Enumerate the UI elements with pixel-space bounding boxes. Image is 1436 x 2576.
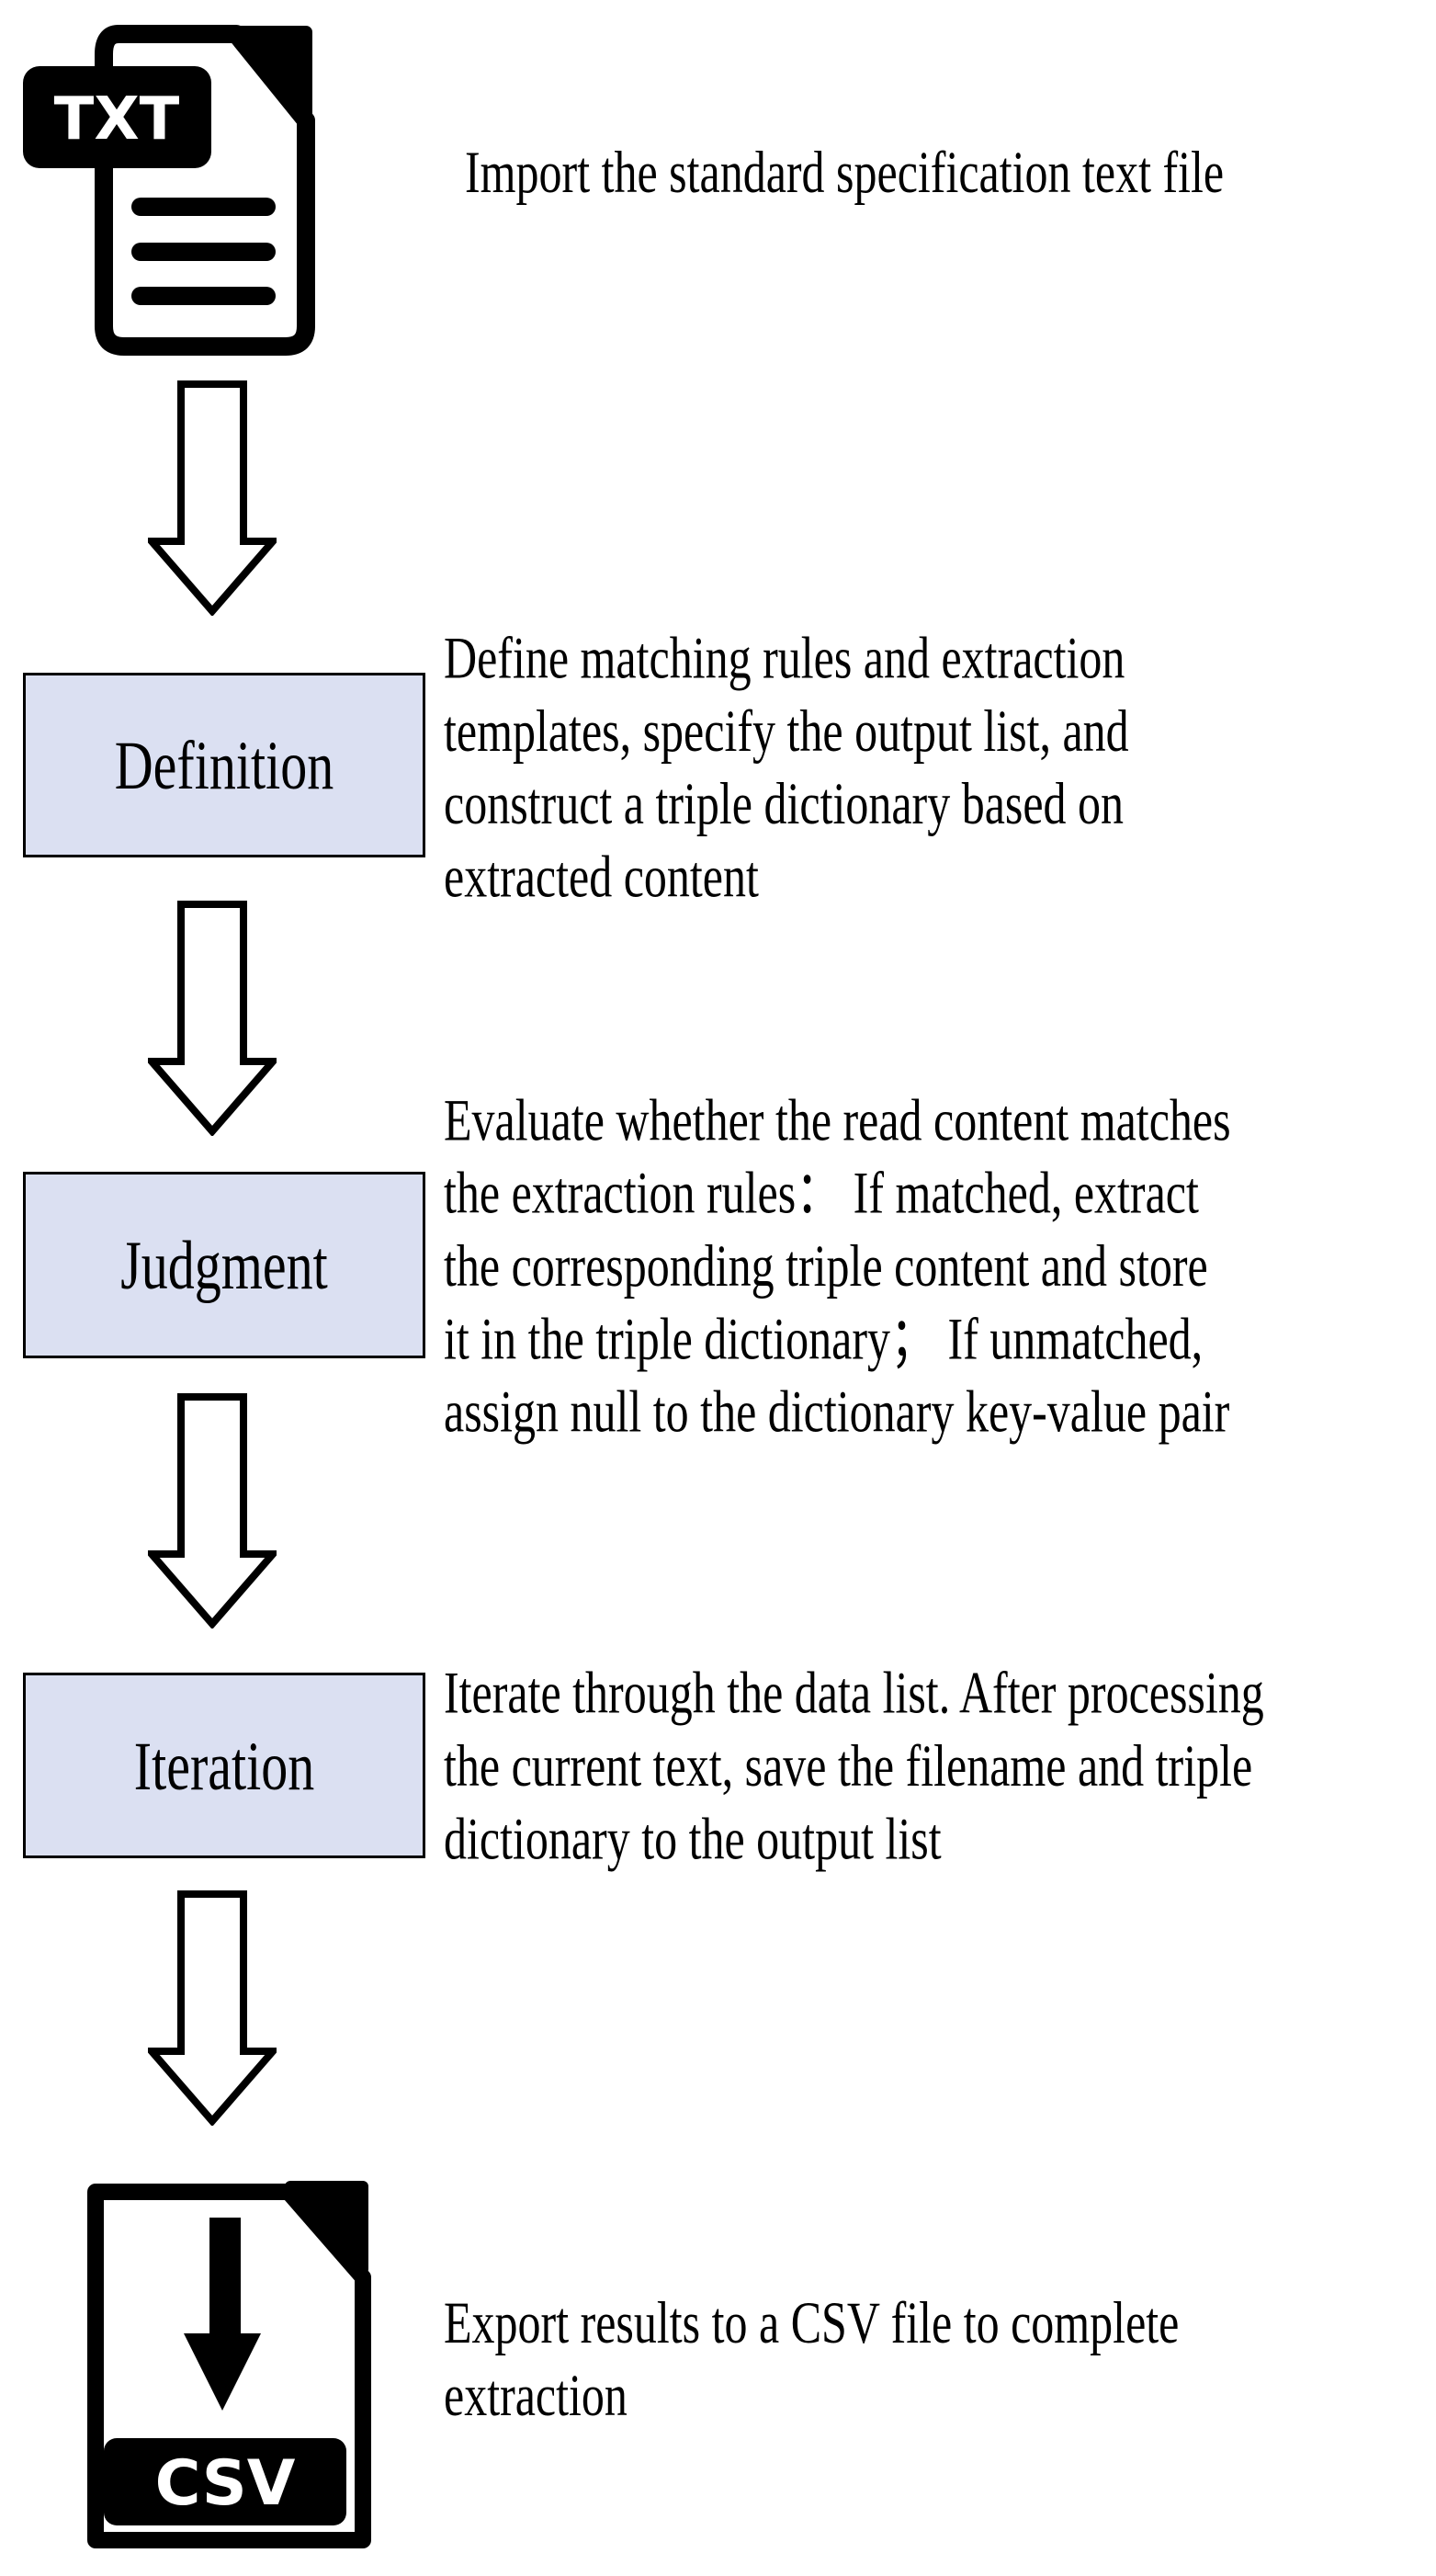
- text-line: [131, 198, 276, 216]
- step-description-iteration: Iterate through the data list. After pro…: [444, 1659, 1264, 1872]
- box-label-judgment: Judgment: [120, 1226, 328, 1304]
- csv-badge: [104, 2438, 346, 2525]
- txt-badge-label: TXT: [54, 85, 180, 153]
- download-arrow-shaft: [209, 2218, 241, 2339]
- down-arrow-icon: [148, 380, 277, 616]
- down-arrow-icon: [148, 901, 277, 1136]
- step-description-judgment: Evaluate whether the read content matche…: [444, 1085, 1231, 1445]
- txt-badge: [23, 66, 211, 168]
- csv-badge-label: CSV: [155, 2447, 296, 2520]
- folded-corner: [285, 2181, 368, 2275]
- step-box-iteration: Iteration: [23, 1673, 425, 1858]
- txt-file-icon: TXT: [23, 25, 315, 356]
- step-box-judgment: Judgment: [23, 1172, 425, 1358]
- down-arrow-icon: [148, 1393, 277, 1628]
- step-description-export: Export results to a CSV file to complete…: [444, 2288, 1180, 2429]
- download-arrow-head: [184, 2333, 261, 2411]
- box-label-iteration: Iteration: [133, 1726, 315, 1805]
- csv-file-icon: CSV: [87, 2181, 371, 2548]
- down-arrow-icon: [148, 1890, 277, 2126]
- text-line: [131, 287, 276, 305]
- text-line: [131, 243, 276, 261]
- step-description-import: Import the standard specification text f…: [465, 138, 1225, 206]
- step-box-definition: Definition: [23, 673, 425, 857]
- folded-corner: [228, 26, 312, 127]
- step-description-definition: Define matching rules and extraction tem…: [444, 624, 1129, 910]
- box-label-definition: Definition: [114, 726, 334, 804]
